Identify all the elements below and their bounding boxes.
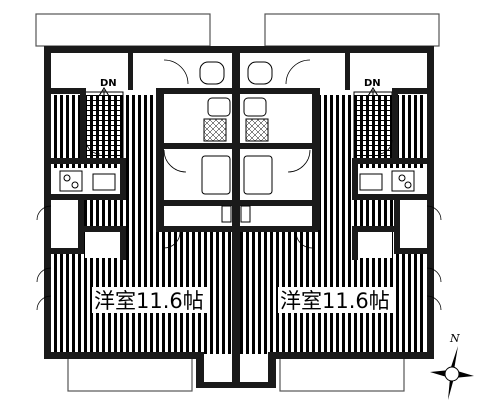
- sink-left: [92, 173, 116, 191]
- room-label-left-group: 洋室11.6帖: [92, 287, 210, 313]
- toilet-right: [247, 61, 273, 85]
- cooktop-left: [59, 170, 83, 192]
- stair-label-left: DN: [100, 78, 117, 89]
- water-heater-right: [240, 205, 251, 223]
- water-heater-left: [221, 205, 232, 223]
- stairs: [84, 87, 393, 163]
- room-label-left: 洋室11.6帖: [94, 289, 204, 313]
- sink-right: [359, 173, 383, 191]
- walls: [44, 46, 434, 388]
- fixtures: [59, 61, 415, 223]
- toilet-left: [199, 61, 225, 85]
- shower-tile-left: [203, 118, 227, 142]
- compass-label: N: [449, 332, 460, 345]
- balcony-top-left: [35, 13, 211, 47]
- washbasin-right: [243, 97, 267, 117]
- room-label-right: 洋室11.6帖: [280, 289, 390, 313]
- balcony-top-right: [264, 13, 440, 47]
- bathtub-right: [243, 155, 273, 195]
- washbasin-left: [207, 97, 231, 117]
- stair-label-right: DN: [364, 78, 381, 89]
- compass: N: [430, 332, 474, 400]
- room-label-right-group: 洋室11.6帖: [278, 287, 396, 313]
- bathtub-left: [201, 155, 231, 195]
- shower-tile-right: [245, 118, 269, 142]
- door-swings: [36, 59, 442, 311]
